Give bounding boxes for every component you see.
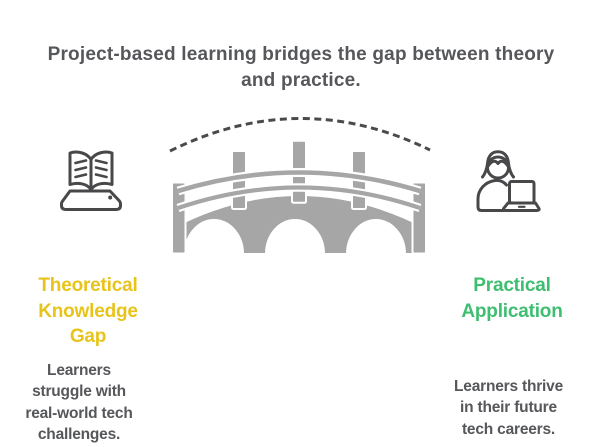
left-body-line-3: real-world tech [25, 404, 133, 422]
right-body-line-1: Learners thrive [454, 378, 563, 395]
person-torso [476, 178, 508, 212]
page-title: Project-based learning bridges the gap b… [0, 42, 602, 94]
book-left-page-lines [74, 159, 88, 179]
right-body-line-2: in their future [460, 399, 557, 417]
left-body-line-2: struggle with [32, 383, 126, 401]
person-hair-left-strand [481, 162, 489, 179]
person-head [486, 155, 510, 180]
person-hair-top [486, 150, 510, 167]
left-body-line-4: challenges. [37, 426, 121, 444]
open-book-shapes [60, 150, 122, 211]
laptop-screen [508, 180, 536, 205]
right-heading-line-2: Application [461, 300, 563, 322]
dashed-arc-path [169, 117, 431, 153]
bridge-deck [171, 194, 427, 254]
left-heading-line-3: Gap [69, 326, 107, 347]
bridge-post-left-end [171, 181, 187, 254]
left-heading-line-2: Knowledge [38, 300, 138, 322]
bridge-rail-mid [177, 185, 421, 210]
left-heading: Theoretical Knowledge Gap [8, 273, 168, 350]
left-body: Learners struggle with real-world tech c… [0, 360, 158, 446]
bridge-shapes [171, 140, 427, 254]
right-heading-line-1: Practical [473, 275, 551, 296]
right-body: Learners thrive in their future tech car… [430, 376, 587, 440]
right-body-line-3: tech careers. [461, 420, 556, 438]
title-line-1: Project-based learning bridges the gap b… [47, 44, 555, 65]
right-heading: Practical Application [432, 273, 592, 324]
book-base [60, 189, 122, 211]
book-base-dot [108, 195, 113, 200]
dashed-arc [169, 117, 431, 153]
bridge-rail-upper [177, 170, 421, 194]
left-body-line-1: Learners [47, 362, 111, 379]
person-laptop-shapes [476, 150, 541, 212]
person-hair-right-strand [507, 162, 515, 179]
book-right-page-lines [94, 159, 108, 179]
left-heading-line-1: Theoretical [38, 275, 138, 296]
bridge-post-right-end [411, 181, 427, 254]
bridge-icon [171, 140, 427, 254]
person-laptop-icon [476, 150, 541, 212]
person-hair-part [487, 159, 509, 167]
open-book-icon [60, 150, 122, 211]
title-line-2: and practice. [241, 70, 361, 91]
